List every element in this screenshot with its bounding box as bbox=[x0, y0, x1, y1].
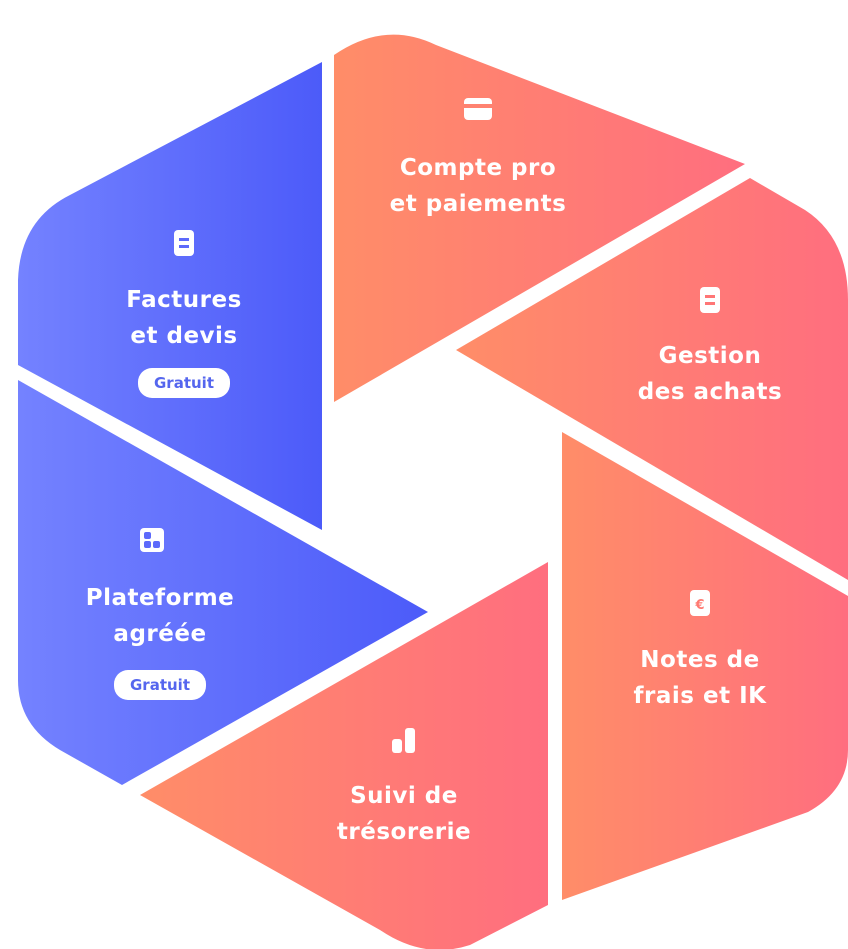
credit-card-icon bbox=[464, 98, 492, 120]
label-line: frais et IK bbox=[633, 683, 767, 709]
segment-factures-devis[interactable] bbox=[18, 62, 322, 530]
gratuit-badge: Gratuit bbox=[138, 368, 230, 398]
euro-receipt-icon: € bbox=[690, 590, 710, 616]
segment-label-suivi: Suivi de trésorerie bbox=[337, 778, 471, 850]
segment-compte-pro[interactable] bbox=[334, 34, 745, 402]
label-line: et devis bbox=[130, 323, 238, 349]
gratuit-badge: Gratuit bbox=[114, 670, 206, 700]
segment-label-compte: Compte pro et paiements bbox=[390, 150, 567, 222]
label-line: agréée bbox=[113, 621, 207, 647]
label-line: et paiements bbox=[389, 191, 567, 217]
label-line: Compte pro bbox=[399, 155, 557, 181]
segment-label-plateforme: Plateforme agréée bbox=[86, 580, 235, 652]
segment-notes-frais[interactable] bbox=[562, 432, 848, 900]
receipt-icon bbox=[700, 287, 720, 313]
segment-suivi-tresorerie[interactable] bbox=[140, 562, 548, 949]
label-line: des achats bbox=[637, 379, 783, 405]
receipt-icon bbox=[174, 230, 194, 256]
grid-blocks-icon bbox=[140, 528, 164, 552]
label-line: Suivi de bbox=[350, 783, 458, 809]
segment-label-notes: Notes de frais et IK bbox=[634, 642, 767, 714]
svg-text:€: € bbox=[694, 598, 704, 613]
label-line: Plateforme bbox=[85, 585, 235, 611]
label-line: trésorerie bbox=[336, 819, 472, 845]
label-line: Notes de bbox=[640, 647, 760, 673]
bar-chart-icon bbox=[392, 728, 415, 753]
label-line: Gestion bbox=[658, 343, 762, 369]
label-line: Factures bbox=[126, 287, 242, 313]
segment-label-factures: Factures et devis bbox=[126, 282, 242, 354]
segment-gestion-achats[interactable] bbox=[456, 178, 848, 580]
segment-label-gestion: Gestion des achats bbox=[638, 338, 783, 410]
